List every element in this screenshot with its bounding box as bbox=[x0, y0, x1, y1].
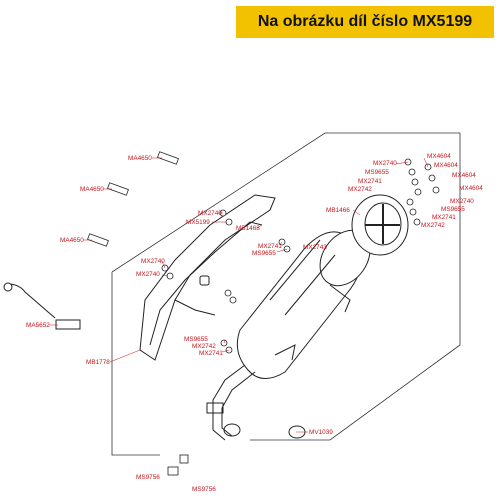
label-mx2740-a: MX2740 bbox=[198, 210, 222, 217]
label-mx2741-d: MX2741 bbox=[432, 214, 456, 221]
label-mx2740-e: MX2740 bbox=[450, 198, 474, 205]
exhaust-pipe bbox=[206, 364, 256, 441]
bolts bbox=[87, 151, 189, 476]
label-mx2742-c: MX2742 bbox=[421, 222, 445, 229]
label-ms9655-b: MS9655 bbox=[184, 336, 208, 343]
label-mx2743: MX2743 bbox=[303, 244, 327, 251]
label-ma4650-c: MA4650 bbox=[60, 237, 84, 244]
label-ma4650-b: MA4650 bbox=[80, 186, 104, 193]
label-ms9655-c: MS9655 bbox=[365, 169, 389, 176]
oxygen-sensor bbox=[3, 282, 81, 330]
label-mx2741-a: MX2741 bbox=[258, 243, 282, 250]
label-mx2740-d: MX2740 bbox=[373, 160, 397, 167]
label-mx2740-b: MX2740 bbox=[141, 258, 165, 265]
label-mb1466: MB1466 bbox=[326, 207, 350, 214]
label-ms9655-d: MS9655 bbox=[441, 206, 465, 213]
label-mx2741-b: MX2741 bbox=[199, 350, 223, 357]
label-ma5652: MA5652 bbox=[26, 322, 50, 329]
diagram-frame bbox=[111, 132, 461, 456]
label-mb1778: MB1778 bbox=[86, 359, 110, 366]
muffler bbox=[236, 229, 371, 379]
label-ms9756-b: MS9756 bbox=[192, 486, 216, 493]
label-mx5199: MX5199 bbox=[186, 219, 210, 226]
banner-title: Na obrázku díl číslo MX5199 bbox=[257, 13, 473, 30]
label-mx2741-c: MX2741 bbox=[358, 178, 382, 185]
label-mx4604-a: MX4604 bbox=[427, 153, 451, 160]
label-mb1468: MB1468 bbox=[236, 225, 260, 232]
end-cap bbox=[351, 194, 409, 256]
label-ma4650-a: MA4650 bbox=[128, 155, 152, 162]
label-mx2742-b: MX2742 bbox=[348, 186, 372, 193]
label-mx2740-c: MX2740 bbox=[136, 271, 160, 278]
label-mx2742-a: MX2742 bbox=[192, 343, 216, 350]
leader-lines bbox=[49, 157, 429, 433]
part-number-banner: Na obrázku díl číslo MX5199 bbox=[236, 6, 494, 38]
label-mx4604-c: MX4604 bbox=[452, 172, 476, 179]
label-mx4604-d: MX4604 bbox=[459, 185, 483, 192]
label-ms9655-a: MS9655 bbox=[252, 250, 276, 257]
label-mx4604-b: MX4604 bbox=[434, 162, 458, 169]
label-mv1039: MV1039 bbox=[309, 429, 333, 436]
label-ms9756-a: MS9756 bbox=[136, 474, 160, 481]
